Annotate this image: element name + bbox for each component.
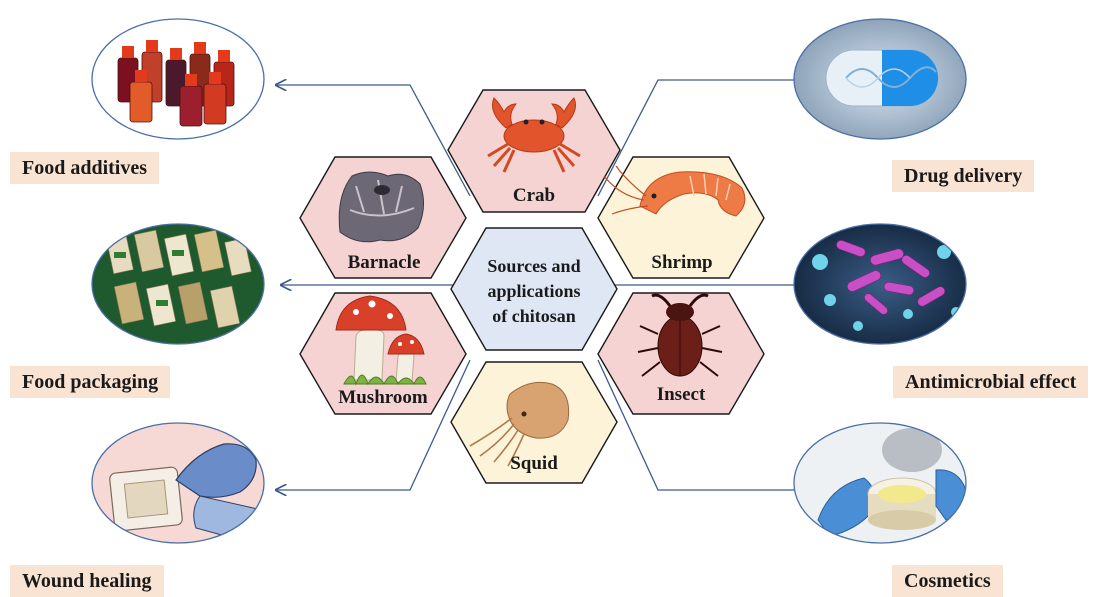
center-title-line-2: applications [487,281,580,301]
label-wound-healing: Wound healing [10,565,164,597]
center-title-line-3: of chitosan [492,306,576,326]
cream-jar-icon [792,421,972,546]
bacteria-icon [792,222,972,347]
center-title-line-1: Sources and [487,256,580,276]
source-label-insect: Insect [657,384,706,405]
label-drug-delivery: Drug delivery [892,160,1034,192]
source-label-squid: Squid [510,453,558,474]
source-label-mushroom: Mushroom [338,387,428,408]
label-antimicrobial-effect: Antimicrobial effect [893,366,1088,398]
label-cosmetics: Cosmetics [892,565,1003,597]
barnacle-icon [339,172,423,242]
source-label-shrimp: Shrimp [651,252,712,273]
bandage-icon [90,421,270,546]
label-food-additives: Food additives [10,152,159,184]
label-food-packaging: Food packaging [10,366,170,398]
source-label-barnacle: Barnacle [348,252,421,273]
packages-icon [90,222,270,347]
source-label-crab: Crab [513,185,555,206]
